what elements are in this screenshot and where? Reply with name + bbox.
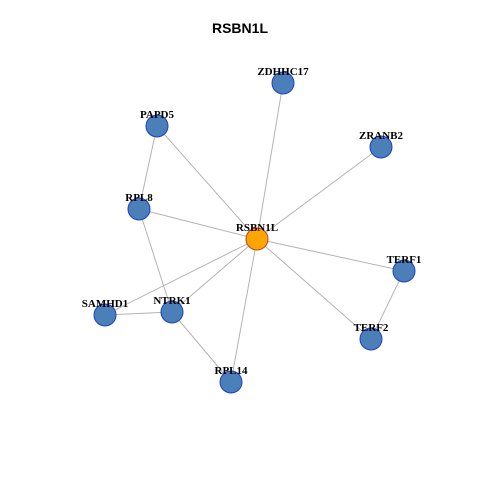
edge-rsbn1l-zranb2	[256, 146, 382, 240]
node-label-terf2: TERF2	[354, 322, 389, 334]
node-samhd1	[93, 303, 117, 327]
node-label-rsbn1l: RSBN1L	[236, 222, 278, 234]
edge-rsbn1l-zdhhc17	[256, 82, 284, 240]
edge-terf1-terf2	[370, 270, 405, 340]
edge-rsbn1l-terf1	[256, 238, 405, 272]
edge-rpl8-ntrk1	[138, 208, 173, 313]
edge-rsbn1l-samhd1	[104, 238, 258, 316]
node-label-terf1: TERF1	[387, 254, 422, 266]
edge-rsbn1l-ntrk1	[171, 238, 258, 313]
node-ntrk1	[160, 300, 184, 324]
node-rpl8	[127, 197, 151, 221]
node-zranb2	[369, 135, 393, 159]
node-label-rpl14: RPL14	[215, 365, 249, 377]
node-rsbn1l	[245, 227, 269, 251]
node-label-rpl8: RPL8	[125, 192, 153, 204]
edge-rsbn1l-rpl14	[230, 238, 258, 383]
node-zdhhc17	[271, 71, 295, 95]
edge-rsbn1l-rpl8	[138, 208, 258, 240]
node-label-zranb2: ZRANB2	[359, 130, 404, 142]
edge-ntrk1-rpl14	[171, 311, 232, 383]
diagram-title: RSBN1L	[211, 20, 268, 36]
node-rpl14	[219, 370, 243, 394]
node-terf1	[392, 259, 416, 283]
node-label-ntrk1: NTRK1	[153, 295, 190, 307]
edge-rsbn1l-papd5	[156, 125, 258, 240]
edge-papd5-rpl8	[138, 125, 158, 210]
node-label-samhd1: SAMHD1	[82, 298, 128, 310]
node-papd5	[145, 114, 169, 138]
node-label-papd5: PAPD5	[140, 109, 175, 121]
node-label-zdhhc17: ZDHHC17	[257, 66, 309, 78]
edge-rsbn1l-terf2	[256, 238, 372, 340]
node-terf2	[359, 327, 383, 351]
